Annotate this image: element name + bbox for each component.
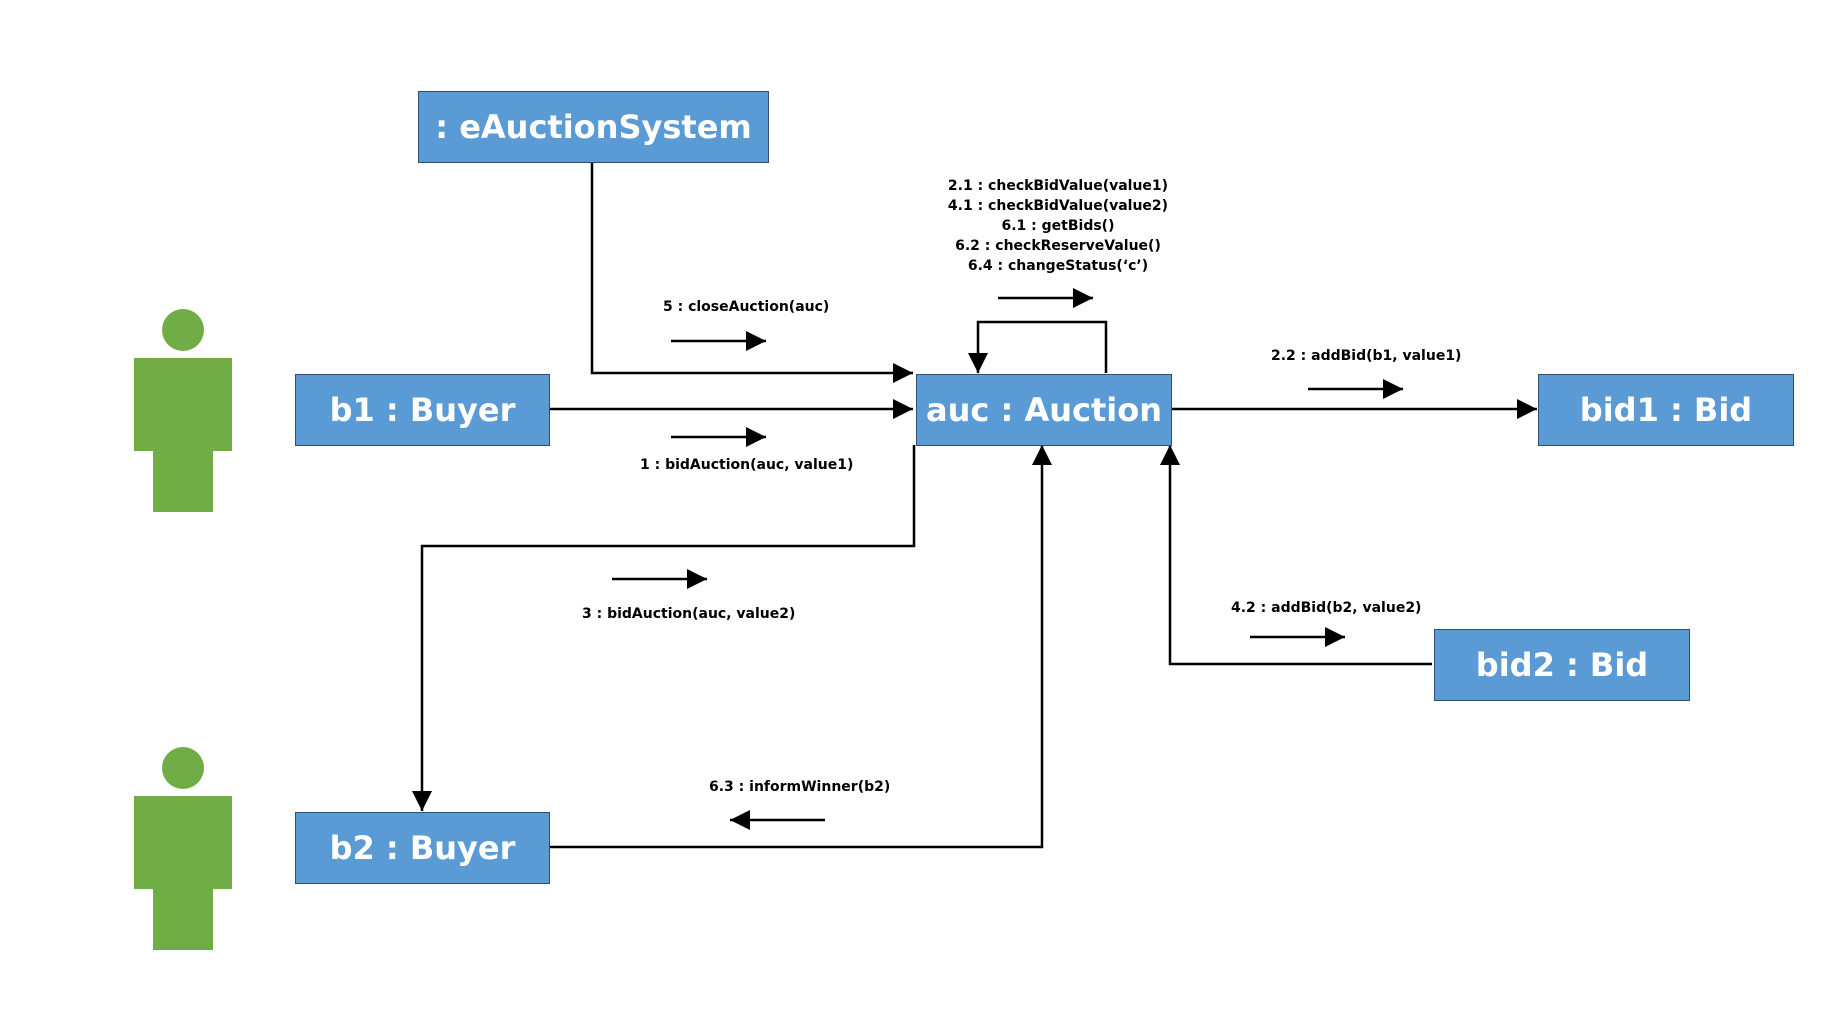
object-auction: auc : Auction [916, 374, 1172, 446]
message-label: 6.4 : changeStatus(‘c’) [967, 258, 1149, 274]
message-bid-auction-1: 1 : bidAuction(auc, value1) [640, 457, 854, 473]
object-bid1: bid1 : Bid [1538, 374, 1794, 446]
object-b2-buyer: b2 : Buyer [295, 812, 550, 884]
message-inform-winner: 6.3 : informWinner(b2) [709, 779, 891, 795]
message-close-auction: 5 : closeAuction(auc) [663, 299, 830, 315]
person-icon [134, 747, 232, 950]
link-bid2-auction [1160, 445, 1432, 666]
actor-b1 [134, 309, 232, 512]
message-add-bid-1: 2.2 : addBid(b1, value1) [1271, 348, 1462, 364]
message-label: 6.2 : checkReserveValue() [955, 238, 1161, 254]
message-add-bid-2: 4.2 : addBid(b2, value2) [1231, 600, 1422, 616]
object-b1-buyer: b1 : Buyer [295, 374, 550, 446]
link-self-auction [968, 320, 1108, 373]
link-system-auction [590, 162, 913, 383]
message-label: 2.1 : checkBidValue(value1) [947, 178, 1169, 194]
person-icon [134, 309, 232, 512]
self-call-messages: 2.1 : checkBidValue(value1) 4.1 : checkB… [908, 176, 1208, 276]
object-bid2: bid2 : Bid [1434, 629, 1690, 701]
message-bid-auction-2: 3 : bidAuction(auc, value2) [582, 606, 796, 622]
link-b2-auction [549, 445, 1052, 849]
link-auction-b2 [412, 445, 916, 811]
actor-b2 [134, 747, 232, 950]
message-label: 4.1 : checkBidValue(value2) [947, 198, 1169, 214]
message-label: 6.1 : getBids() [1001, 218, 1115, 234]
object-eauction-system: : eAuctionSystem [418, 91, 769, 163]
